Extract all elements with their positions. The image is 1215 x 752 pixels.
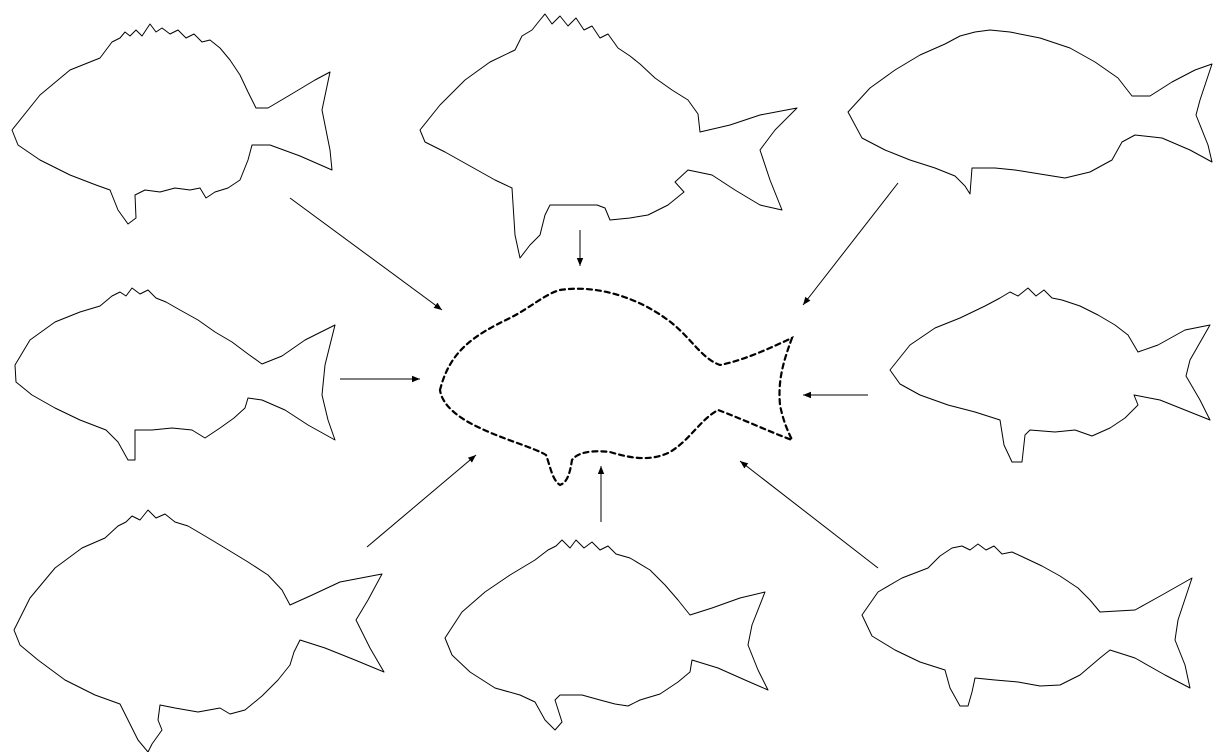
fish-outline-top-center <box>419 13 798 259</box>
arrow-top-right <box>802 182 899 306</box>
fish-outline-middle-left <box>14 287 336 461</box>
arrow-bottom-right <box>739 460 879 569</box>
fish-outline-bottom-left <box>13 509 385 752</box>
mean-fish-outline <box>438 287 794 487</box>
arrow-top-left <box>289 197 443 311</box>
fish-outline-top-right <box>847 29 1213 195</box>
fish-outline-bottom-right <box>861 543 1193 707</box>
arrow-bottom-left <box>366 454 477 548</box>
fish-outline-middle-right <box>889 287 1211 463</box>
fish-outline-bottom-center <box>444 539 769 731</box>
fish-outline-top-left <box>11 23 333 225</box>
